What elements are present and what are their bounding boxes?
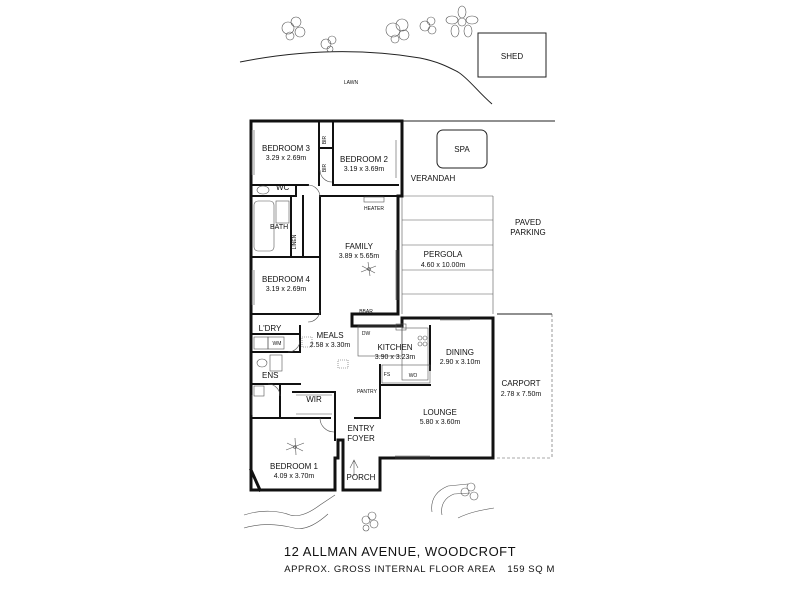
shed-label: SHED [501, 52, 523, 61]
wo-label: WO [409, 373, 418, 379]
bedroom3-name: BEDROOM 3 [262, 144, 311, 153]
pantry-label: PANTRY [357, 389, 377, 395]
bedroom1-name: BEDROOM 1 [270, 462, 319, 471]
shed [477, 32, 547, 78]
external-walls [249, 119, 495, 492]
heater-label: HEATER [364, 206, 384, 212]
kitchen-name: KITCHEN [377, 343, 412, 352]
doors-windows [251, 130, 470, 459]
bath-label: BATH [270, 224, 288, 231]
verandah-area: SPA VERANDAH PAVED PARKING [401, 120, 555, 237]
dw-label: DW [362, 331, 371, 337]
front-garden [243, 482, 495, 532]
kitchen-dim: 3.90 x 3.23m [375, 354, 416, 361]
bedroom4-dim: 3.19 x 2.69m [266, 286, 307, 293]
bedroom3-dim: 3.29 x 2.69m [266, 155, 307, 162]
ceiling-fan-icon [360, 261, 377, 277]
bedroom2-dim: 3.19 x 3.69m [344, 166, 385, 173]
lounge-dim: 5.80 x 3.60m [420, 419, 461, 426]
ceiling-fan-icon [285, 437, 305, 456]
carport-area: CARPORT 2.78 x 7.50m [497, 313, 553, 459]
shrub-icon [419, 16, 437, 35]
wir-label: WIR [306, 395, 322, 404]
paved-label-line1: PAVED [515, 218, 541, 227]
family-name: FAMILY [345, 242, 374, 251]
verandah-label: VERANDAH [411, 174, 456, 183]
pergola-area [401, 195, 494, 314]
meals-dim: 2.58 x 3.30m [310, 342, 351, 349]
ldry-label: L'DRY [259, 324, 282, 333]
flower-icon [445, 5, 479, 38]
room-labels: BEDROOM 3 3.29 x 2.69m BEDROOM 2 3.19 x … [259, 135, 481, 482]
paved-label-line2: PARKING [510, 228, 545, 237]
dining-name: DINING [446, 348, 474, 357]
entry-label-line2: FOYER [347, 434, 375, 443]
bbar-label: BBAR [359, 309, 373, 315]
wc-label: WC [276, 183, 290, 192]
linen-label: LINEN [292, 234, 298, 249]
pergola-dim: 4.60 x 10.00m [421, 262, 466, 269]
shrub-icon [281, 16, 306, 41]
carport-dim: 2.78 x 7.50m [501, 391, 542, 398]
bedroom2-name: BEDROOM 2 [340, 155, 389, 164]
bedroom1-dim: 4.09 x 3.70m [274, 473, 315, 480]
entry-label-line1: ENTRY [348, 424, 376, 433]
shrub-icon [385, 18, 410, 44]
spa [436, 129, 488, 169]
wm-label: WM [273, 341, 282, 347]
carport-label: CARPORT [502, 379, 541, 388]
plan-address: 12 ALLMAN AVENUE, WOODCROFT [284, 544, 516, 559]
internal-walls [250, 120, 431, 441]
fs-label: FS [384, 372, 391, 378]
bir-label: BIR [322, 163, 328, 172]
lawn-boundary [239, 51, 493, 105]
fixtures [253, 185, 431, 476]
plan-area-value: 159 SQ M [507, 564, 555, 575]
garden-area: SHED LAWN [239, 5, 547, 105]
pergola-label: PERGOLA [424, 250, 463, 259]
dining-dim: 2.90 x 3.10m [440, 359, 481, 366]
plan-area-label: APPROX. GROSS INTERNAL FLOOR AREA [284, 564, 496, 575]
lounge-name: LOUNGE [423, 408, 457, 417]
shrub-icon [320, 35, 337, 53]
ens-label: ENS [262, 371, 278, 380]
lawn-label: LAWN [344, 80, 359, 86]
bir-label: BIR [322, 135, 328, 144]
family-dim: 3.89 x 5.65m [339, 253, 380, 260]
porch-label: PORCH [347, 473, 376, 482]
spa-label: SPA [454, 145, 470, 154]
meals-name: MEALS [316, 331, 343, 340]
bedroom4-name: BEDROOM 4 [262, 275, 311, 284]
